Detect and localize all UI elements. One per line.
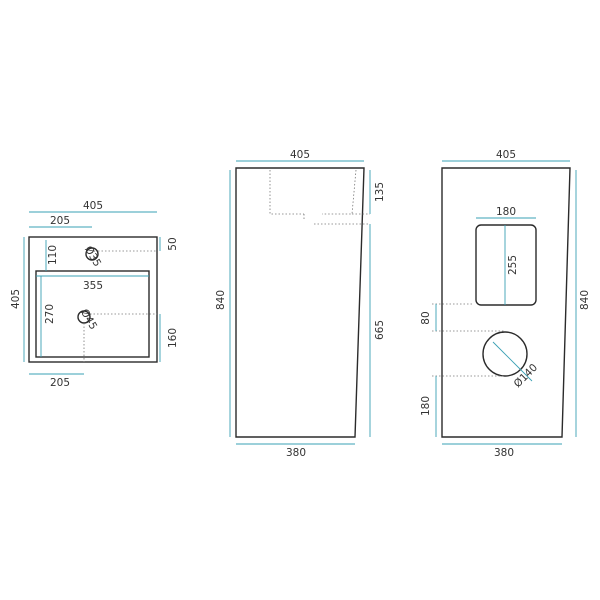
width-label: 405 xyxy=(83,200,103,212)
pedestal-side-outline xyxy=(235,167,365,438)
offset-label: 205 xyxy=(50,215,70,227)
pipe-height-label: 180 xyxy=(420,396,432,416)
side-top-width-label: 405 xyxy=(290,149,310,161)
rear-opening xyxy=(475,224,537,306)
side-bottom-width-label: 380 xyxy=(286,447,306,459)
tap-hole-diameter-label: Ø35 xyxy=(82,244,103,269)
bowl-hidden-line-right xyxy=(322,169,357,215)
gap-label: 80 xyxy=(420,311,432,324)
opening-height-label: 255 xyxy=(507,255,519,275)
side-lower-height-label: 665 xyxy=(374,320,386,340)
back-bottom-width-label: 380 xyxy=(494,447,514,459)
back-height-label: 840 xyxy=(579,290,591,310)
back-view: 405 180 255 840 80 Ø140 180 380 xyxy=(420,149,591,459)
side-bowl-depth-label: 135 xyxy=(374,182,386,202)
side-view: 405 135 840 665 380 xyxy=(215,149,386,459)
back-top-width-label: 405 xyxy=(496,149,516,161)
pipe-diameter-dimension-line xyxy=(492,341,533,382)
tap-offset-label: 50 xyxy=(167,237,179,250)
drain-offset-label: 160 xyxy=(167,328,179,348)
bowl-depth-label: 270 xyxy=(44,304,56,324)
top-view: 405 205 405 50 110 355 270 160 205 Ø35 Ø… xyxy=(10,200,179,389)
tap-bowl-label: 110 xyxy=(47,245,59,265)
drain-diameter-label: Ø45 xyxy=(78,307,99,332)
bowl-width-label: 355 xyxy=(83,280,103,292)
pedestal-back-outline xyxy=(441,167,571,438)
depth-label: 405 xyxy=(10,289,22,309)
tap-hole xyxy=(85,247,99,261)
drain-left-label: 205 xyxy=(50,377,70,389)
pipe-opening xyxy=(482,331,528,377)
bowl-outline xyxy=(35,270,150,358)
bowl-hidden-line-left xyxy=(269,170,304,215)
pipe-diameter-label: Ø140 xyxy=(512,362,541,391)
opening-width-label: 180 xyxy=(496,206,516,218)
basin-outline xyxy=(28,236,158,363)
side-height-label: 840 xyxy=(215,290,227,310)
